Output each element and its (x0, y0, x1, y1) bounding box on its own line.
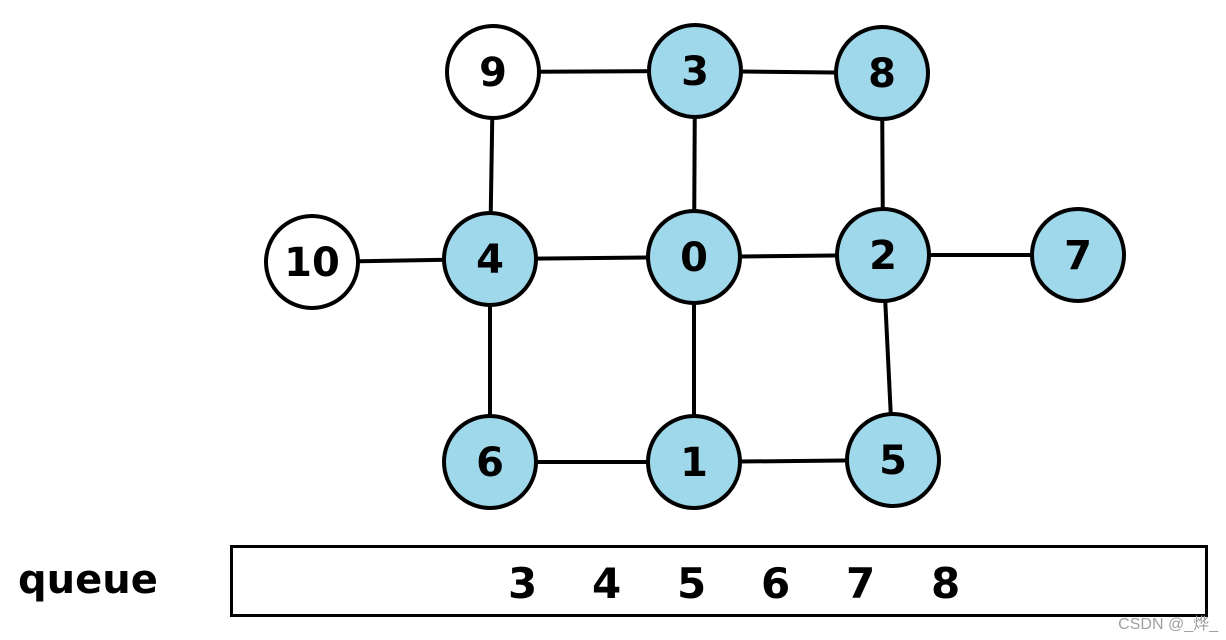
node-7: 7 (1030, 207, 1126, 303)
queue-item: 6 (761, 559, 791, 608)
queue-box (230, 545, 1208, 617)
node-label: 0 (680, 235, 708, 281)
node-circle (442, 211, 538, 307)
node-label: 10 (284, 240, 340, 286)
node-circle (1030, 207, 1126, 303)
node-4: 4 (442, 211, 538, 307)
node-label: 3 (681, 49, 709, 95)
node-6: 6 (442, 414, 538, 510)
node-label: 1 (680, 440, 708, 486)
node-3: 3 (647, 23, 743, 119)
node-circle (835, 207, 931, 303)
node-circle (845, 412, 941, 508)
node-label: 8 (868, 51, 896, 97)
node-circle (647, 23, 743, 119)
node-circle (442, 414, 538, 510)
graph-nodes: 9 3 8 10 4 0 2 7 6 1 5 (264, 23, 1126, 510)
node-label: 9 (479, 50, 507, 96)
queue-item: 8 (931, 559, 961, 608)
queue-item: 4 (592, 559, 622, 608)
node-label: 4 (476, 237, 504, 283)
queue-item: 7 (846, 559, 876, 608)
node-1: 1 (646, 414, 742, 510)
node-circle (646, 414, 742, 510)
node-5: 5 (845, 412, 941, 508)
node-8: 8 (834, 25, 930, 121)
node-label: 5 (879, 438, 907, 484)
node-circle (445, 24, 541, 120)
node-circle (646, 209, 742, 305)
node-10: 10 (264, 214, 360, 310)
node-label: 7 (1064, 233, 1092, 279)
node-circle (834, 25, 930, 121)
node-9: 9 (445, 24, 541, 120)
node-label: 2 (869, 233, 897, 279)
node-circle (264, 214, 360, 310)
node-2: 2 (835, 207, 931, 303)
queue-item: 5 (677, 559, 707, 608)
watermark: CSDN @_烨_ (1118, 616, 1218, 633)
queue-label: queue (18, 557, 158, 603)
node-0: 0 (646, 209, 742, 305)
node-label: 6 (476, 440, 504, 486)
queue-item: 3 (508, 559, 538, 608)
